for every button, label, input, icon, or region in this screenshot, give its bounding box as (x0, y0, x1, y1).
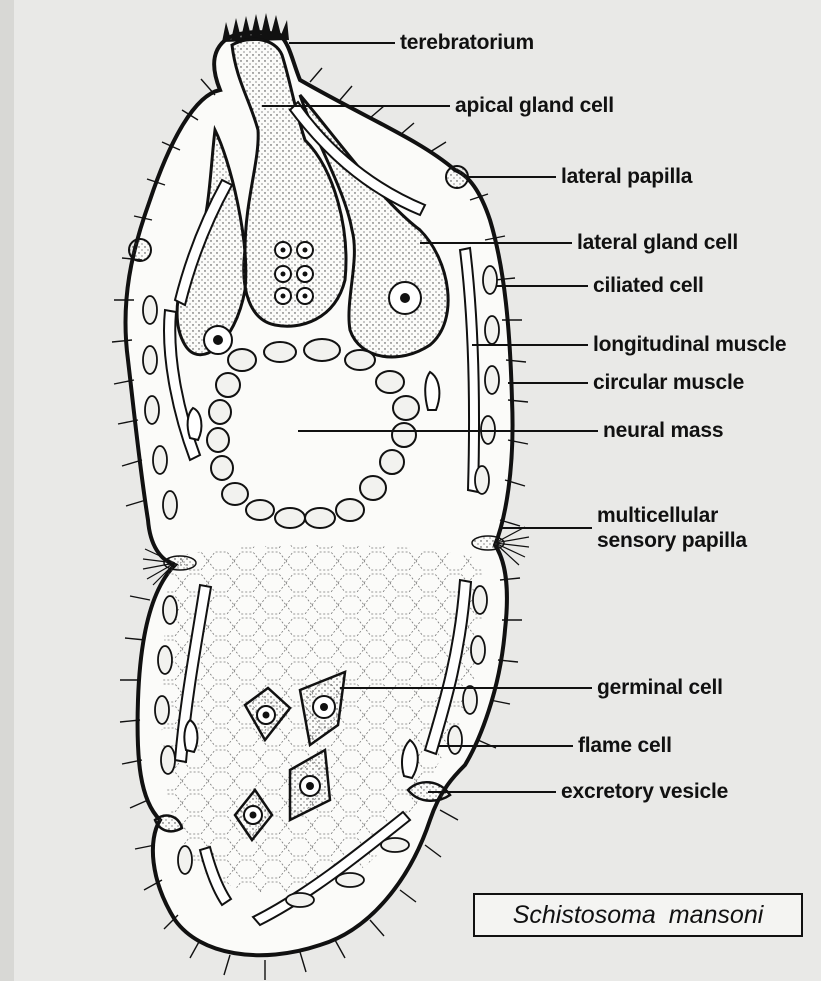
label-longitudinal-muscle: longitudinal muscle (593, 333, 786, 356)
label-circular-muscle: circular muscle (593, 371, 744, 394)
label-germinal-cell: germinal cell (597, 676, 723, 699)
terebratorium-spikes (222, 13, 289, 42)
species-caption: Schistosoma mansoni (513, 901, 764, 930)
label-multicellular-line2: sensory papilla (597, 528, 747, 553)
label-multicellular-line1: multicellular (597, 503, 747, 528)
label-terebratorium: terebratorium (400, 31, 534, 54)
label-apical-gland-cell: apical gland cell (455, 94, 614, 117)
label-neural-mass: neural mass (603, 419, 723, 442)
label-lateral-gland-cell: lateral gland cell (577, 231, 738, 254)
label-multicellular-sensory-papilla: multicellular sensory papilla (597, 503, 747, 553)
label-lateral-papilla: lateral papilla (561, 165, 692, 188)
label-excretory-vesicle: excretory vesicle (561, 780, 728, 803)
label-ciliated-cell: ciliated cell (593, 274, 704, 297)
species-caption-box: Schistosoma mansoni (473, 893, 803, 937)
label-flame-cell: flame cell (578, 734, 672, 757)
